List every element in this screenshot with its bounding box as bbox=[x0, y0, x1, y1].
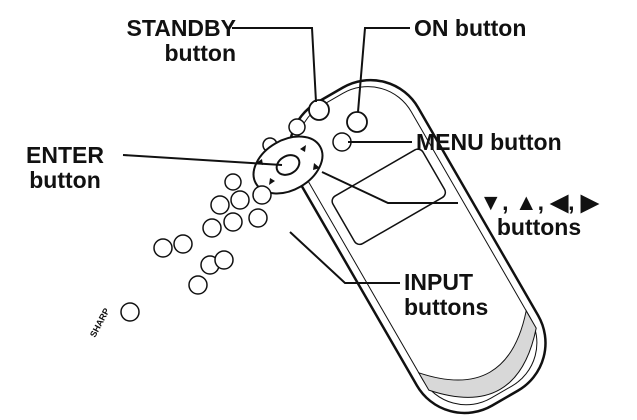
standby-button-label: STANDBY button bbox=[96, 16, 236, 66]
enter-button-label: ENTER button bbox=[10, 143, 120, 193]
input-buttons-label: INPUT buttons bbox=[404, 270, 488, 320]
menu-button-label: MENU button bbox=[416, 130, 562, 155]
arrow-buttons-label: ▼, ▲, ◀, ▶ buttons bbox=[464, 190, 614, 240]
brand-logo: SHARP bbox=[88, 306, 112, 339]
on-button-label: ON button bbox=[414, 16, 526, 41]
on-button-shape bbox=[347, 112, 367, 132]
standby-button-shape bbox=[309, 100, 329, 120]
